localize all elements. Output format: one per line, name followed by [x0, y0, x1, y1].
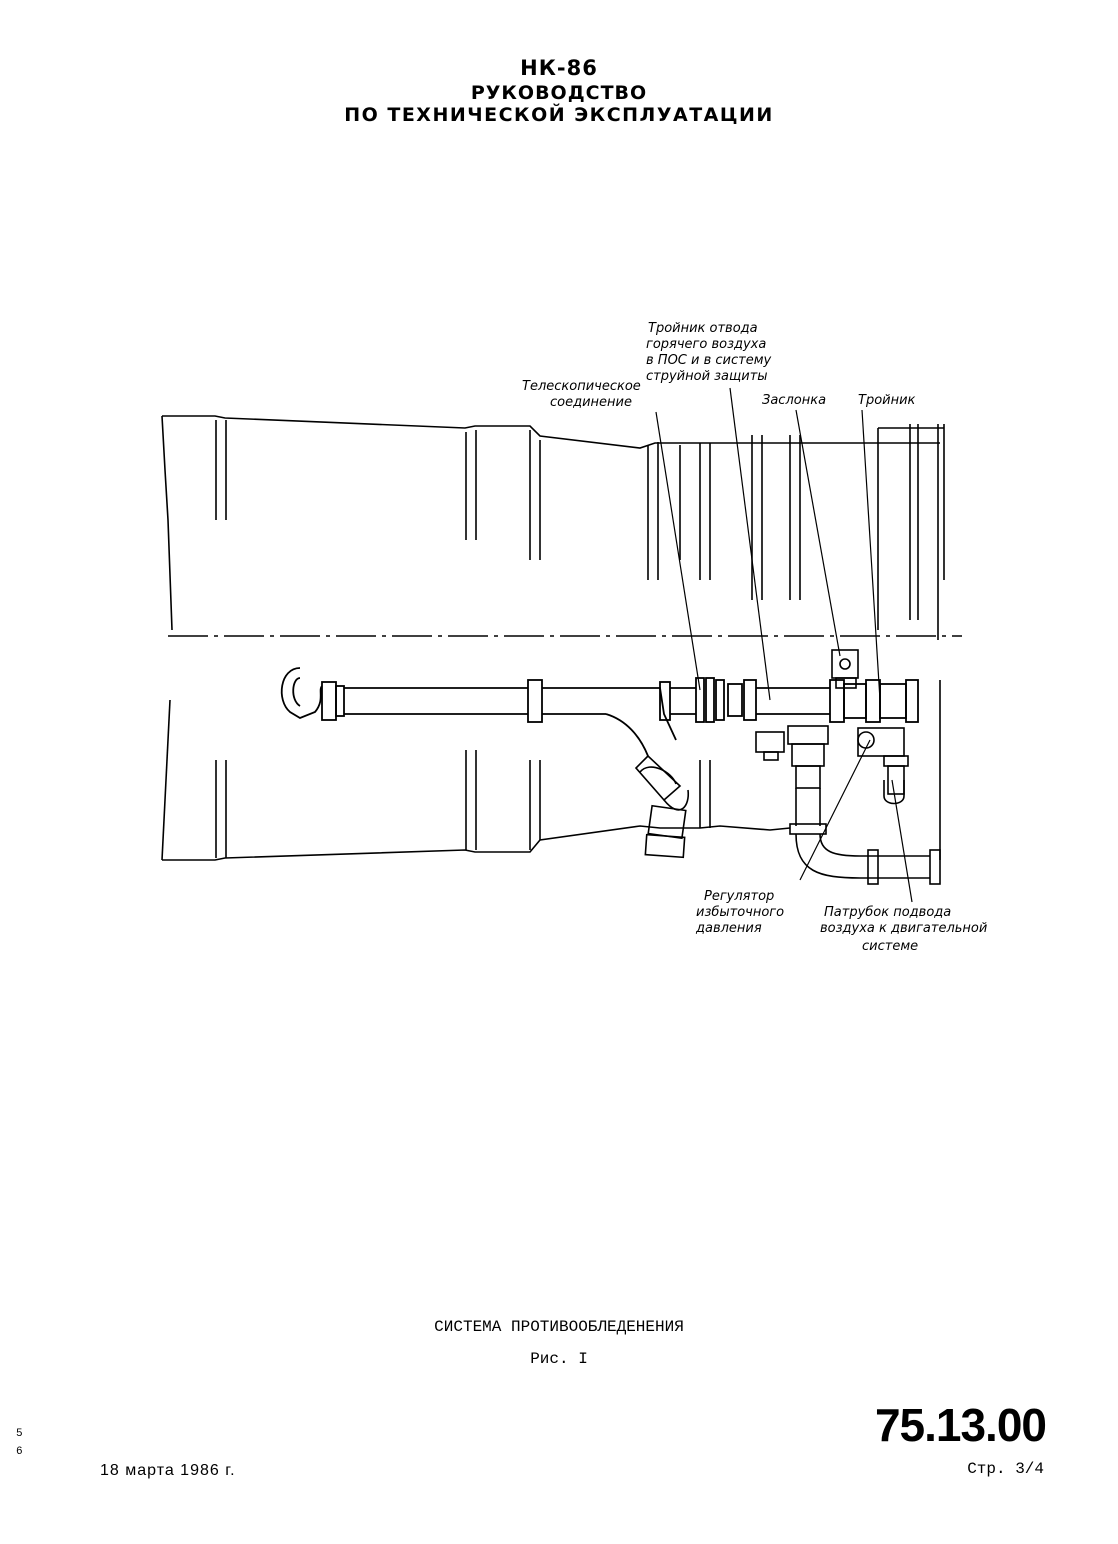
label-damper: Заслонка [762, 393, 826, 408]
label-regulator-line1: Регулятор [704, 889, 774, 904]
label-tee-hot-air-line1: Тройник отвода [648, 321, 758, 336]
issue-date: 18 марта 1986 г. [100, 1462, 236, 1479]
document-number: 75.13.00 [874, 1399, 1047, 1451]
label-tee: Тройник [858, 393, 916, 408]
elbow-branch [634, 754, 689, 859]
label-regulator-line3: давления [695, 921, 762, 936]
label-telescopic-line2: соединение [550, 395, 632, 410]
label-nozzle-line2: воздуха к двигательной [820, 921, 987, 936]
label-tee-hot-air-line2: горячего воздуха [646, 337, 766, 352]
label-nozzle-line1: Патрубок подвода [824, 905, 951, 920]
label-tee-hot-air-line4: струйной защиты [646, 369, 768, 384]
engine-casing-upper [161, 415, 945, 640]
tee-and-nozzle [857, 727, 909, 805]
hot-air-pipe [280, 667, 919, 757]
margin-mark-top: 5 [16, 1428, 23, 1440]
label-tee-hot-air-line3: в ПОС и в систему [646, 353, 772, 368]
margin-mark-bottom: 6 [16, 1446, 23, 1458]
document-title-line2: ПО ТЕХНИЧЕСКОЙ ЭКСПЛУАТАЦИИ [344, 104, 774, 126]
margin-mark: 5 6 [16, 1425, 23, 1461]
figure-number: Рис. I [530, 1350, 588, 1368]
document-title-line1: РУКОВОДСТВО [470, 82, 648, 104]
figure-caption: СИСТЕМА ПРОТИВООБЛЕДЕНЕНИЯ [434, 1318, 684, 1336]
document-model: НК-86 [520, 56, 598, 80]
damper-actuator [831, 649, 859, 689]
label-telescopic-line1: Телескопическое [522, 379, 641, 394]
page-number: Стр. 3/4 [967, 1460, 1044, 1478]
leader-lines [655, 387, 913, 903]
label-nozzle-line3: системе [862, 939, 918, 954]
label-regulator-line2: избыточного [696, 905, 784, 920]
regulator-branch [755, 725, 941, 885]
engine-casing-lower [161, 680, 941, 861]
